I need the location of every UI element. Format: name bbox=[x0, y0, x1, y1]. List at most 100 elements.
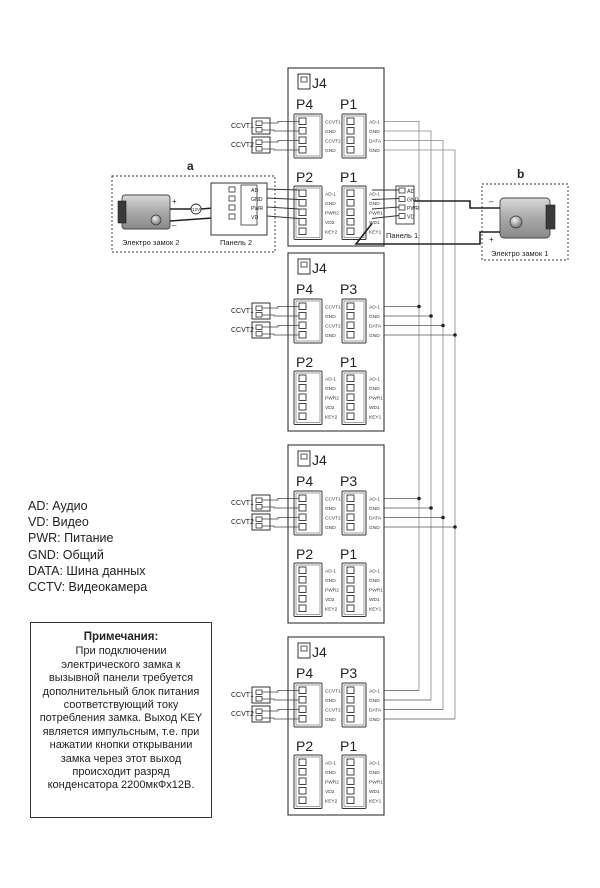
panel1-pin-label: GND bbox=[407, 198, 419, 204]
bus-junction bbox=[453, 333, 457, 337]
p1-connector-pin bbox=[346, 393, 355, 401]
p2-connector-inner bbox=[295, 564, 321, 615]
legend-item: AD: Аудио bbox=[28, 499, 88, 513]
panel1-wire bbox=[371, 198, 400, 200]
lock1-minus: – bbox=[489, 197, 494, 206]
right-top-label: P3 bbox=[340, 665, 357, 681]
top-right-connector-pin-label: GND bbox=[369, 333, 380, 339]
section-b-letter: b bbox=[517, 167, 524, 181]
p1-connector-pin bbox=[346, 796, 355, 804]
top-right-connector-pin bbox=[346, 312, 355, 320]
p2-connector-pin bbox=[298, 768, 307, 776]
panel2-label: Панель 2 bbox=[220, 238, 252, 247]
camera-label: CCVT2 bbox=[231, 711, 254, 718]
top-right-connector-pin-label: DATA bbox=[369, 516, 382, 522]
j4-jack bbox=[297, 73, 311, 90]
p4-label: P4 bbox=[296, 96, 313, 112]
p1-connector-pin bbox=[346, 595, 355, 603]
bus-junction bbox=[441, 515, 445, 520]
p2-connector-pin-label: KEY2 bbox=[325, 415, 338, 421]
lock2-minus: – bbox=[172, 221, 177, 230]
panel2-pin-label: VD bbox=[251, 215, 258, 221]
camera-wire bbox=[262, 717, 299, 720]
p1-connector-pin-label: KEY1 bbox=[369, 607, 382, 613]
top-right-connector-inner bbox=[343, 684, 365, 726]
camera-wire bbox=[262, 690, 299, 693]
j4-jack bbox=[297, 450, 311, 467]
p1-connector-pin-label: WD1 bbox=[369, 220, 380, 226]
panel1-wire bbox=[371, 206, 400, 210]
camera-pin bbox=[255, 689, 263, 695]
p1-connector-inner bbox=[343, 756, 365, 807]
p4-connector-pin-label: CCVT1 bbox=[325, 497, 341, 503]
p2-connector-inner bbox=[295, 187, 321, 238]
top-right-connector-pin-label: AD-1 bbox=[369, 497, 380, 503]
legend-item: DATA: Шина данных bbox=[28, 563, 146, 578]
p1-label: P1 bbox=[340, 738, 357, 754]
j4-jack-slot bbox=[300, 453, 308, 460]
right-top-label: P3 bbox=[340, 473, 357, 489]
p2-connector-pin-label: VD2 bbox=[325, 220, 335, 226]
top-right-connector-pin-label: DATA bbox=[369, 324, 382, 330]
p2-connector-pin bbox=[298, 604, 307, 612]
camera-label: CCVT1 bbox=[231, 123, 254, 130]
p4-connector-pin bbox=[298, 146, 307, 154]
p4-connector-pin bbox=[298, 523, 307, 531]
section-a-letter: a bbox=[187, 159, 194, 173]
panel1-pin-label: AD bbox=[407, 189, 414, 195]
p2-connector-pin-label: VD2 bbox=[325, 405, 335, 411]
p4-connector-pin bbox=[298, 127, 307, 135]
p2-connector-housing bbox=[293, 370, 323, 425]
p4-connector-housing bbox=[293, 682, 323, 728]
p1-connector-pin bbox=[346, 218, 355, 226]
camera-wire bbox=[262, 314, 299, 317]
bus-junction bbox=[417, 304, 421, 309]
p2-connector-pin bbox=[298, 384, 307, 392]
camera-wire bbox=[262, 698, 299, 701]
p4-connector-pin-label: CCVT1 bbox=[325, 120, 341, 126]
p2-connector-pin bbox=[298, 208, 307, 216]
p1-connector-pin bbox=[346, 227, 355, 235]
p2-connector-pin-label: PWR2 bbox=[325, 396, 339, 402]
p2-connector-pin bbox=[298, 189, 307, 197]
top-right-connector-pin bbox=[346, 302, 355, 310]
p4-connector-pin bbox=[298, 513, 307, 521]
p4-connector-pin bbox=[298, 705, 307, 713]
lock1-latch bbox=[545, 204, 556, 230]
p1-label: P1 bbox=[340, 354, 357, 370]
p4-label: P4 bbox=[296, 665, 313, 681]
lock1-plus: + bbox=[489, 235, 494, 244]
camera-pin bbox=[255, 523, 263, 529]
p2-connector-pin-label: PWR2 bbox=[325, 780, 339, 786]
p4-connector-pin-label: GND bbox=[325, 525, 336, 531]
camera-pin bbox=[255, 312, 263, 318]
p1-connector-pin-label: PWR1 bbox=[369, 211, 383, 217]
camera-pin bbox=[255, 696, 263, 702]
p4-connector-pin-label: CCVT2 bbox=[325, 139, 341, 145]
p2-connector-pin bbox=[298, 585, 307, 593]
camera-label: CCVT1 bbox=[231, 308, 254, 315]
p2-connector-pin bbox=[298, 227, 307, 235]
p4-connector-pin bbox=[298, 331, 307, 339]
top-right-connector-pin-label: DATA bbox=[369, 708, 382, 714]
p2-connector-pin bbox=[298, 403, 307, 411]
p1-connector-inner bbox=[343, 187, 365, 238]
right-top-label: P1 bbox=[340, 96, 357, 112]
p1-connector-inner bbox=[343, 564, 365, 615]
camera-pin bbox=[255, 146, 263, 152]
p2-label: P2 bbox=[296, 169, 313, 185]
p1-connector-pin-label: KEY1 bbox=[369, 415, 382, 421]
p1-connector-pin-label: GND bbox=[369, 386, 380, 392]
p2-connector-pin-label: AD-1 bbox=[325, 569, 336, 575]
p1-connector-pin bbox=[346, 384, 355, 392]
p4-connector-housing bbox=[293, 113, 323, 159]
camera-wire bbox=[262, 325, 299, 328]
top-right-connector-inner bbox=[343, 115, 365, 157]
j4-label: J4 bbox=[312, 644, 327, 660]
